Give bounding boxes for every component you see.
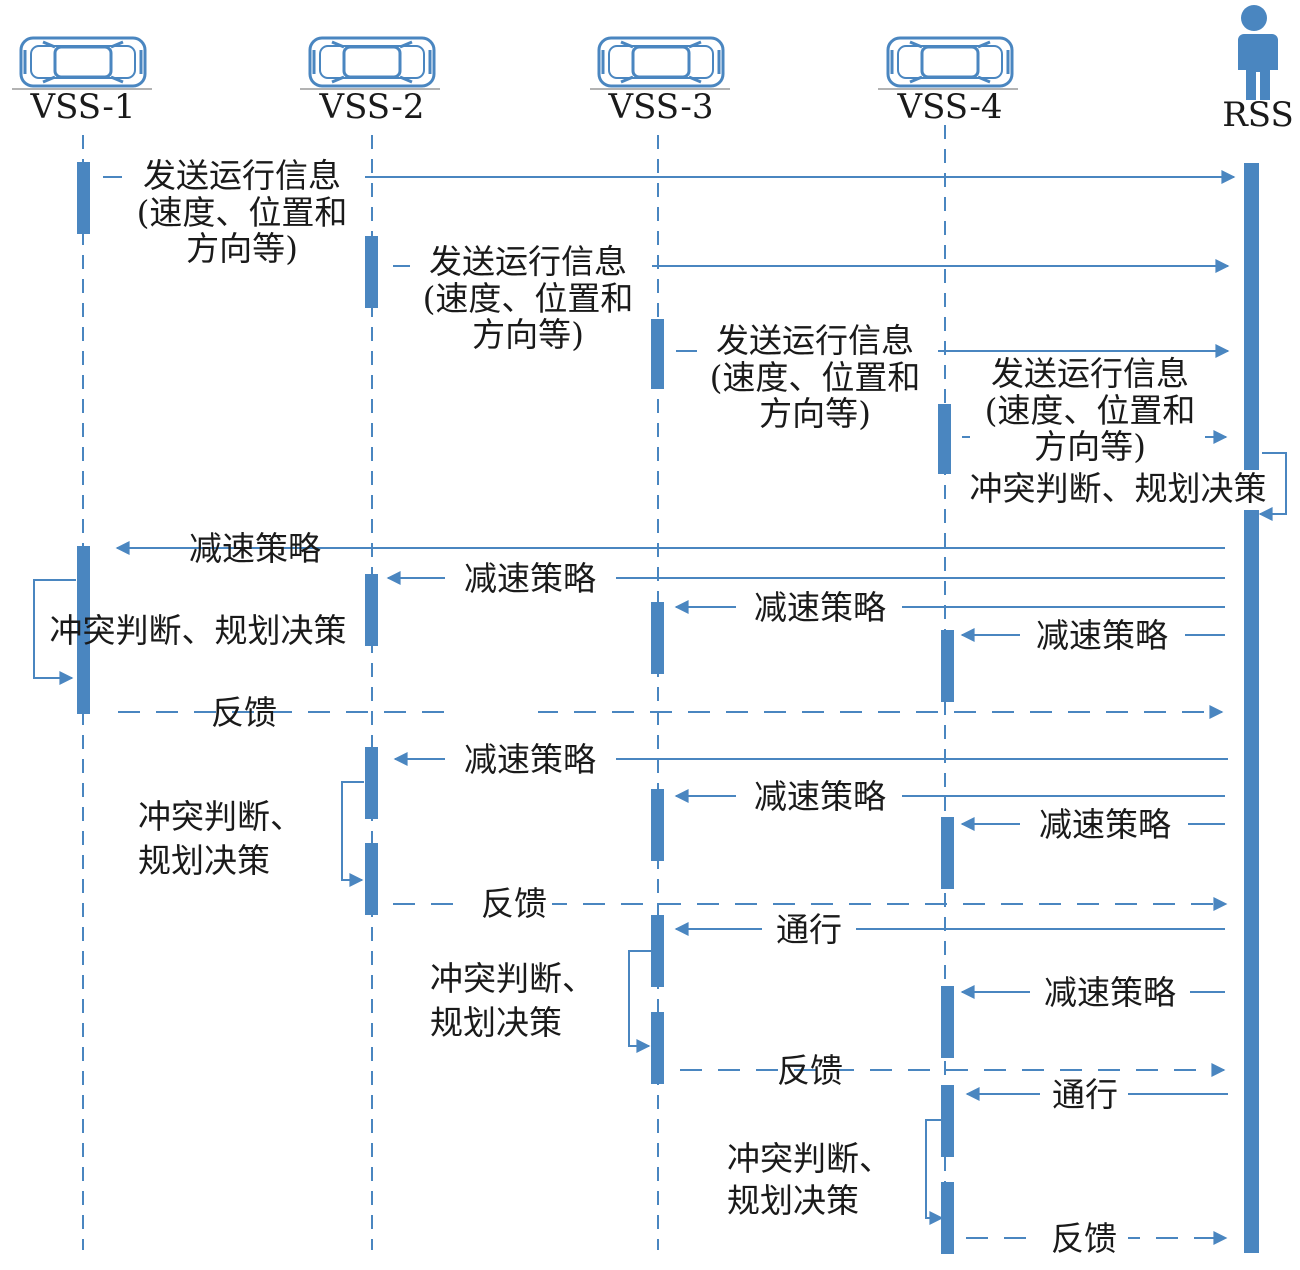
- svg-text:规划决策: 规划决策: [430, 1003, 562, 1042]
- svg-text:冲突判断、: 冲突判断、: [430, 959, 595, 998]
- activation-bar: [941, 986, 954, 1058]
- svg-text:(速度、位置和: (速度、位置和: [985, 391, 1196, 430]
- svg-text:发送运行信息: 发送运行信息: [429, 242, 627, 281]
- car-icon: [308, 36, 436, 88]
- label-decel: 减速策略: [189, 529, 321, 568]
- self-loop-vss3: [628, 950, 651, 1053]
- label-decel: 减速策略: [1044, 973, 1176, 1012]
- label-feedback: 反馈: [1051, 1219, 1117, 1258]
- svg-text:(速度、位置和: (速度、位置和: [137, 193, 348, 232]
- car-icon: [597, 36, 725, 88]
- label-send-info-3: 发送运行信息 (速度、位置和 方向等): [710, 321, 921, 433]
- self-loop-vss4: [925, 1119, 944, 1225]
- activation-bar: [938, 404, 951, 474]
- label-decel: 减速策略: [464, 740, 596, 779]
- participant-vss4-label: VSS-4: [897, 87, 1003, 127]
- label-conflict-rss: 冲突判断、规划决策: [970, 469, 1267, 508]
- svg-text:冲突判断、: 冲突判断、: [727, 1139, 892, 1178]
- participant-vss2-label: VSS-2: [319, 87, 425, 127]
- activation-bar: [651, 1012, 664, 1084]
- label-conflict-vss3: 冲突判断、 规划决策: [430, 959, 595, 1042]
- svg-text:发送运行信息: 发送运行信息: [716, 321, 914, 360]
- activation-bar: [941, 630, 954, 702]
- svg-text:方向等): 方向等): [759, 394, 871, 433]
- svg-text:规划决策: 规划决策: [727, 1181, 859, 1220]
- activation-bar: [941, 1085, 954, 1157]
- label-feedback: 反馈: [777, 1051, 843, 1090]
- activation-bar: [365, 843, 378, 915]
- label-conflict-vss2: 冲突判断、 规划决策: [138, 797, 303, 880]
- participant-vss1-label: VSS-1: [30, 87, 136, 127]
- svg-text:冲突判断、: 冲突判断、: [138, 797, 303, 836]
- label-send-info-2: 发送运行信息 (速度、位置和 方向等): [423, 242, 634, 354]
- activation-bar: [651, 602, 664, 674]
- label-decel: 减速策略: [464, 559, 596, 598]
- label-send-info-4: 发送运行信息 (速度、位置和 方向等): [985, 354, 1196, 466]
- svg-text:(速度、位置和: (速度、位置和: [710, 358, 921, 397]
- svg-text:方向等): 方向等): [1034, 427, 1146, 466]
- label-conflict-vss1: 冲突判断、规划决策: [50, 611, 347, 650]
- activation-bar: [941, 1182, 954, 1254]
- activation-bar: [365, 574, 378, 646]
- car-icon: [19, 36, 147, 88]
- participant-vss3-label: VSS-3: [608, 87, 714, 127]
- activation-bar: [1244, 163, 1259, 1253]
- activation-bar: [365, 747, 378, 819]
- activation-bar: [77, 162, 90, 234]
- label-pass: 通行: [1052, 1075, 1118, 1114]
- label-decel: 减速策略: [754, 777, 886, 816]
- activation-bar: [651, 319, 664, 389]
- activation-bar: [365, 236, 378, 308]
- activation-bar: [77, 546, 90, 714]
- svg-text:发送运行信息: 发送运行信息: [991, 354, 1189, 393]
- svg-text:(速度、位置和: (速度、位置和: [423, 279, 634, 318]
- label-decel: 减速策略: [1036, 616, 1168, 655]
- label-pass: 通行: [776, 910, 842, 949]
- self-loop-vss2: [341, 781, 364, 887]
- activation-bar: [651, 915, 664, 987]
- label-conflict-vss4: 冲突判断、 规划决策: [727, 1139, 892, 1220]
- svg-text:规划决策: 规划决策: [138, 841, 270, 880]
- activation-bar: [651, 789, 664, 861]
- person-icon: [1236, 5, 1278, 100]
- label-feedback: 反馈: [211, 693, 277, 732]
- svg-text:方向等): 方向等): [472, 315, 584, 354]
- activation-bar: [941, 817, 954, 889]
- participant-rss-label: RSS: [1222, 95, 1294, 135]
- car-icon: [886, 36, 1014, 88]
- svg-text:方向等): 方向等): [186, 229, 298, 268]
- self-loop-vss1: [33, 579, 76, 685]
- label-decel: 减速策略: [754, 588, 886, 627]
- label-decel: 减速策略: [1039, 805, 1171, 844]
- svg-text:发送运行信息: 发送运行信息: [143, 156, 341, 195]
- label-feedback: 反馈: [481, 884, 547, 923]
- label-send-info-1: 发送运行信息 (速度、位置和 方向等): [137, 156, 348, 268]
- self-loop-rss: [1258, 452, 1287, 521]
